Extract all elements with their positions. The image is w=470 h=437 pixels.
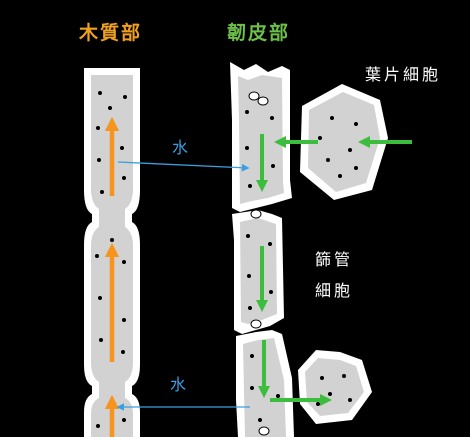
sieve-tube-label-line2: 細胞 bbox=[315, 281, 354, 300]
leaf-cell-upper bbox=[300, 84, 388, 200]
sieve-tube-label-line1: 篩管 bbox=[315, 250, 354, 269]
water-arrow-upper bbox=[117, 161, 250, 172]
xylem-label: 木質部 bbox=[79, 22, 143, 44]
leaf-cell-lower bbox=[298, 350, 372, 424]
sugar-flow-arrows bbox=[270, 136, 412, 406]
water-label-upper: 水 bbox=[172, 138, 189, 157]
phloem-flow-arrows bbox=[256, 134, 270, 398]
phloem-label: 韌皮部 bbox=[227, 22, 291, 44]
leaf-cell-label: 葉片細胞 bbox=[365, 65, 442, 84]
sieve-tube-2-lumen bbox=[240, 218, 277, 324]
sieve-plates bbox=[248, 91, 270, 436]
water-label-lower: 水 bbox=[170, 375, 187, 394]
water-flow-arrows bbox=[116, 161, 250, 411]
